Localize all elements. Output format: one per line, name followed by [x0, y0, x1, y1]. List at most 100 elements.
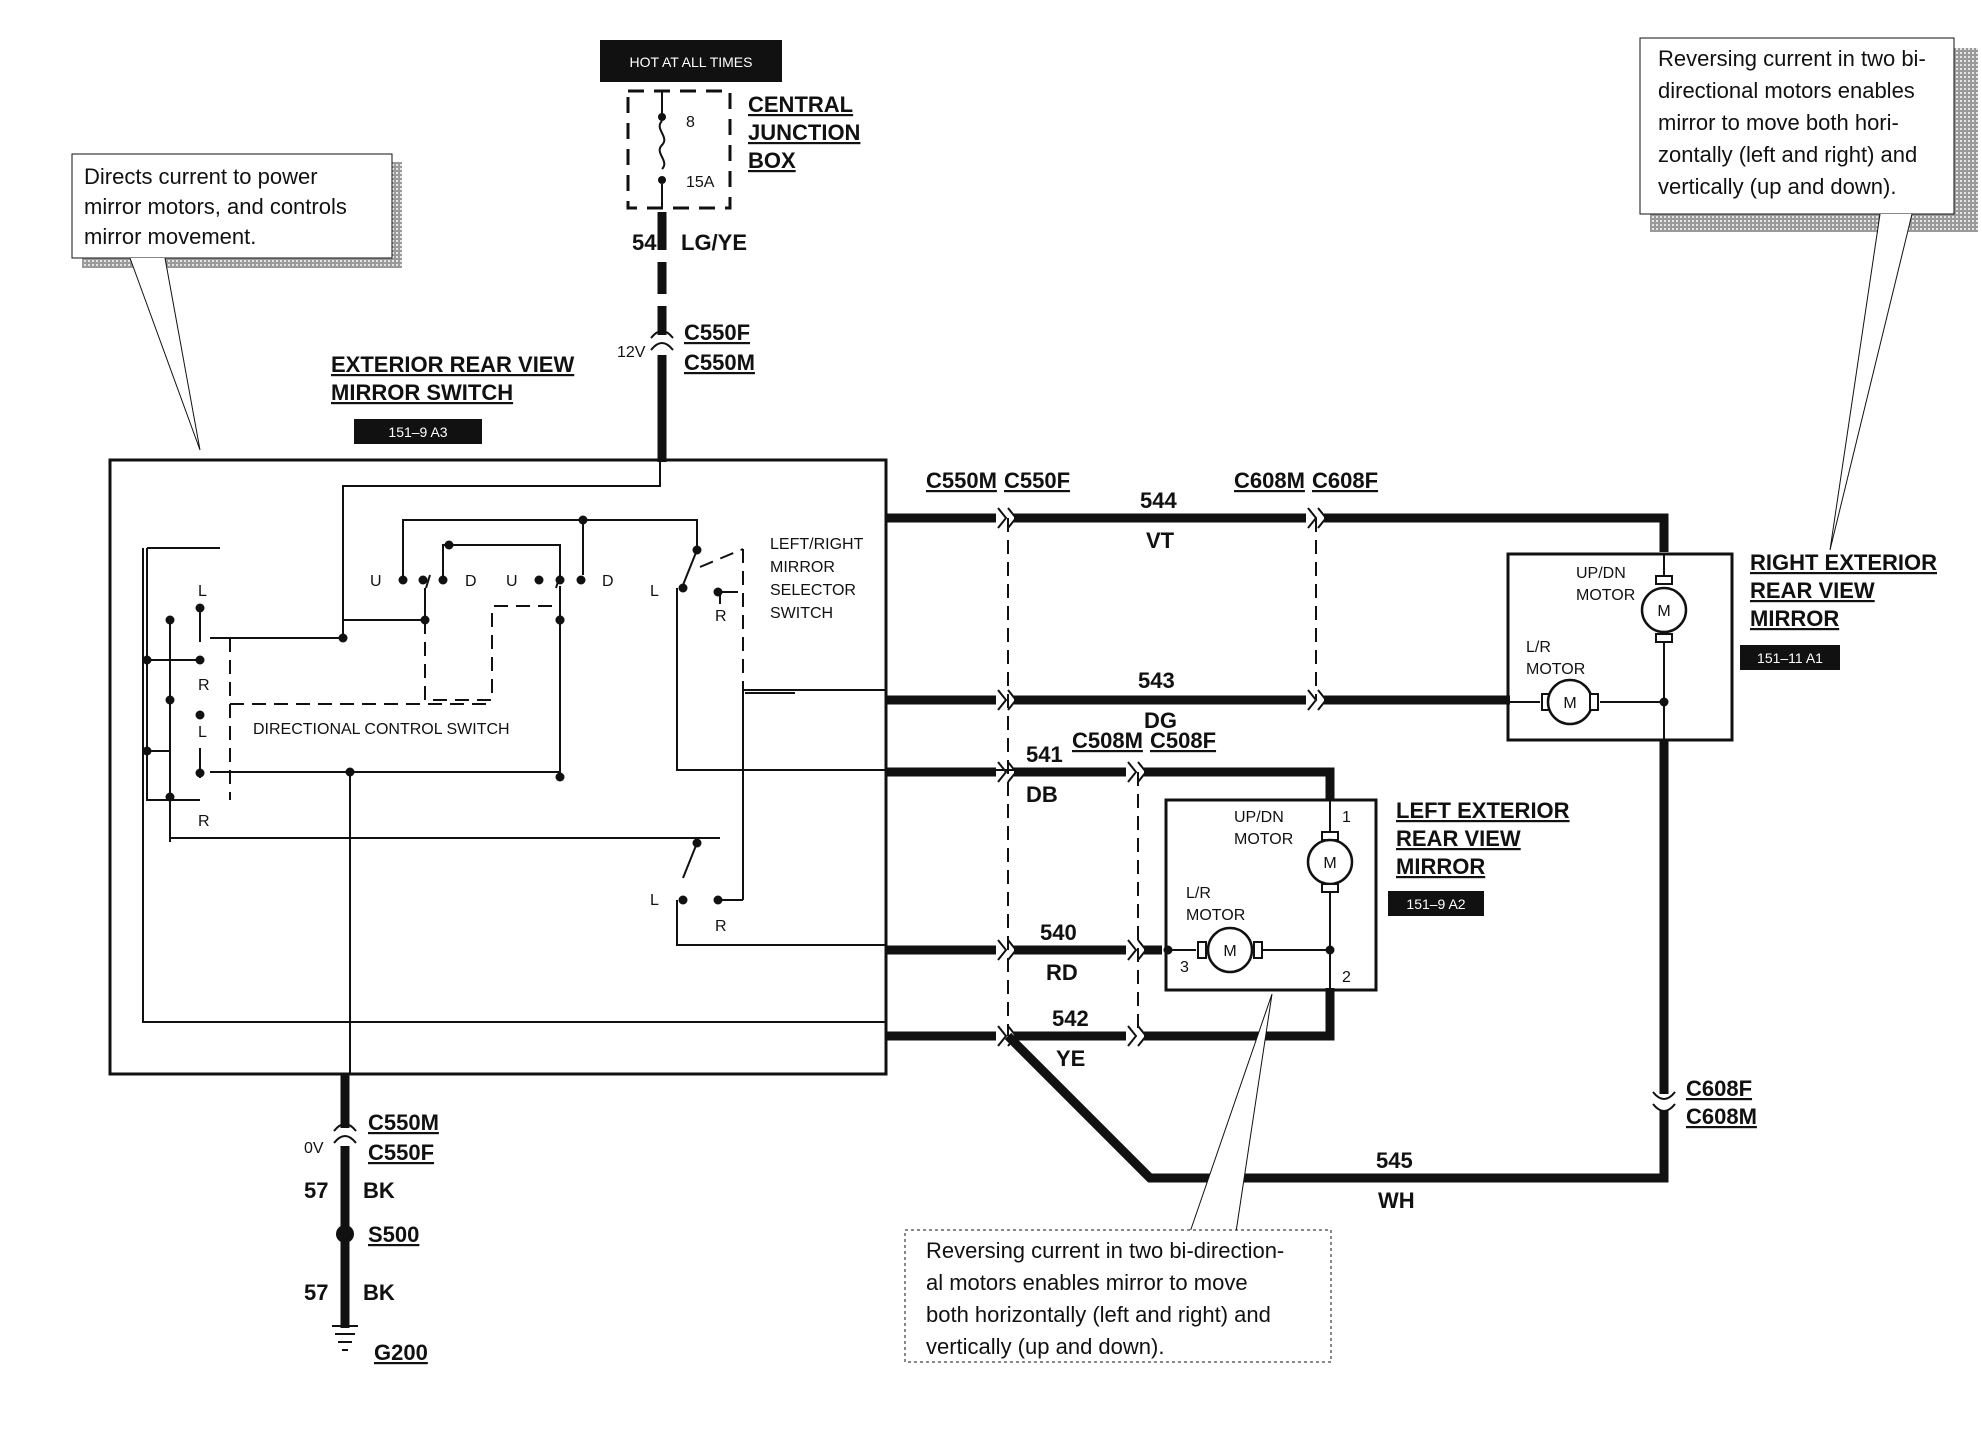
supply-wire-54	[650, 212, 674, 462]
conn-c608m-top: C608M	[1234, 468, 1305, 493]
svg-text:151–9 A2: 151–9 A2	[1406, 896, 1465, 912]
ground-voltage: 0V	[304, 1140, 324, 1157]
left-mirror-title-1: LEFT EXTERIOR	[1396, 798, 1570, 823]
left-lr-label-1: L/R	[1186, 885, 1211, 902]
conn-c608f-top: C608F	[1312, 468, 1378, 493]
switch-title-2: MIRROR SWITCH	[331, 380, 513, 405]
svg-text:M: M	[1563, 695, 1576, 712]
wire-544-color: VT	[1146, 528, 1175, 553]
wire-545-number: 545	[1376, 1148, 1413, 1173]
splice-s500-dot	[336, 1225, 354, 1243]
wire-545-wh	[1004, 740, 1676, 1183]
ground-icon	[332, 1325, 358, 1351]
svg-text:both horizontally (left and ri: both horizontally (left and right) and	[926, 1302, 1271, 1327]
svg-text:HOT AT ALL TIMES: HOT AT ALL TIMES	[630, 54, 753, 70]
svg-text:M: M	[1657, 603, 1670, 620]
junction-box-label-1: CENTRAL	[748, 92, 853, 117]
wire-541-number: 541	[1026, 742, 1063, 767]
svg-text:15A: 15A	[686, 174, 715, 191]
svg-text:8: 8	[686, 114, 695, 131]
ground-circuit-num-2: 57	[304, 1280, 328, 1305]
left-updn-label-2: MOTOR	[1234, 831, 1293, 848]
switch-internals	[142, 462, 1020, 1074]
switch-callout: Directs current to power mirror motors, …	[71, 153, 402, 451]
wire-540-number: 540	[1040, 920, 1077, 945]
wire-544-vt	[886, 507, 1669, 552]
directional-control-switch-label: DIRECTIONAL CONTROL SWITCH	[253, 721, 510, 738]
ground-circuit-num-1: 57	[304, 1178, 328, 1203]
fuse-icon	[658, 120, 666, 170]
conn-c550f-top: C550F	[1004, 468, 1070, 493]
circuit-54-number: 54	[632, 230, 657, 255]
wire-540-rd	[886, 939, 1162, 961]
junction-box-label-2: JUNCTION	[748, 120, 860, 145]
svg-text:R: R	[198, 677, 210, 694]
left-mirror-title-3: MIRROR	[1396, 854, 1485, 879]
svg-text:L: L	[650, 892, 659, 909]
svg-text:mirror to move both hori-: mirror to move both hori-	[1658, 110, 1899, 135]
wire-542-ye	[886, 988, 1335, 1047]
ground-conn-c550m: C550M	[368, 1110, 439, 1135]
right-mirror-title-1: RIGHT EXTERIOR	[1750, 550, 1937, 575]
svg-text:M: M	[1223, 943, 1236, 960]
svg-text:MIRROR: MIRROR	[770, 559, 835, 576]
ground-g200: G200	[374, 1340, 428, 1365]
switch-letters: U D U D L R L R L R L R	[198, 573, 727, 935]
left-pin-3: 3	[1180, 959, 1189, 976]
svg-text:R: R	[715, 608, 727, 625]
left-pin-2: 2	[1342, 969, 1351, 986]
conn-c508m: C508M	[1072, 728, 1143, 753]
left-pin-1: 1	[1342, 809, 1351, 826]
central-junction-box-fuse: 8 15A	[626, 89, 732, 210]
circuit-54-color: LG/YE	[681, 230, 747, 255]
wire-542-number: 542	[1052, 1006, 1089, 1031]
svg-text:directional motors enables: directional motors enables	[1658, 78, 1915, 103]
right-updn-label-2: MOTOR	[1576, 587, 1635, 604]
svg-text:mirror motors, and controls: mirror motors, and controls	[84, 194, 347, 219]
svg-text:151–9 A3: 151–9 A3	[388, 424, 447, 440]
right-mirror-housing	[1506, 552, 1734, 742]
wire-542-color: YE	[1056, 1046, 1085, 1071]
svg-text:Directs current to power: Directs current to power	[84, 164, 318, 189]
ground-circuit-color-1: BK	[363, 1178, 395, 1203]
svg-text:mirror movement.: mirror movement.	[84, 224, 256, 249]
selector-switch-label: LEFT/RIGHT MIRROR SELECTOR SWITCH	[770, 536, 864, 622]
ground-conn-c550f: C550F	[368, 1140, 434, 1165]
mirror-switch-housing	[108, 458, 888, 1076]
conn-c508f: C508F	[1150, 728, 1216, 753]
left-mirror-callout: Reversing current in two bi-direction- a…	[904, 993, 1332, 1363]
ground-circuit-color-2: BK	[363, 1280, 395, 1305]
splice-s500: S500	[368, 1222, 419, 1247]
hot-at-all-times-tag: HOT AT ALL TIMES	[600, 40, 782, 82]
wire-541-db	[886, 761, 1335, 800]
left-mirror-ref-tag: 151–9 A2	[1388, 891, 1484, 916]
svg-text:vertically (up and down).: vertically (up and down).	[1658, 174, 1896, 199]
right-updn-motor-icon: M	[1640, 575, 1688, 643]
svg-text:al motors enables mirror to mo: al motors enables mirror to move	[926, 1270, 1248, 1295]
wire-543-color: DG	[1144, 708, 1177, 733]
svg-text:U: U	[506, 573, 518, 590]
switch-ref-tag: 151–9 A3	[354, 419, 482, 444]
svg-text:LEFT/RIGHT: LEFT/RIGHT	[770, 536, 864, 553]
connector-dashes	[1007, 518, 1317, 1036]
supply-conn-c550f: C550F	[684, 320, 750, 345]
svg-text:U: U	[370, 573, 382, 590]
supply-conn-c550m: C550M	[684, 350, 755, 375]
wire-541-color: DB	[1026, 782, 1058, 807]
left-updn-motor-icon: M	[1306, 831, 1354, 893]
left-lr-label-2: MOTOR	[1186, 907, 1245, 924]
conn-c608f-right: C608F	[1686, 1076, 1752, 1101]
svg-text:Reversing current in two bi-di: Reversing current in two bi-direction-	[926, 1238, 1284, 1263]
svg-text:151–11 A1: 151–11 A1	[1757, 650, 1823, 666]
svg-text:L: L	[198, 724, 207, 741]
svg-text:D: D	[465, 573, 477, 590]
right-lr-motor-icon: M	[1541, 678, 1599, 726]
wire-543-dg	[886, 689, 1510, 711]
wire-540-color: RD	[1046, 960, 1078, 985]
right-mirror-title-2: REAR VIEW	[1750, 578, 1875, 603]
right-mirror-callout: Reversing current in two bi- directional…	[1639, 37, 1978, 551]
svg-text:vertically (up and down).: vertically (up and down).	[926, 1334, 1164, 1359]
left-updn-label-1: UP/DN	[1234, 809, 1284, 826]
wire-545-color: WH	[1378, 1188, 1415, 1213]
left-mirror-housing	[1164, 798, 1378, 992]
